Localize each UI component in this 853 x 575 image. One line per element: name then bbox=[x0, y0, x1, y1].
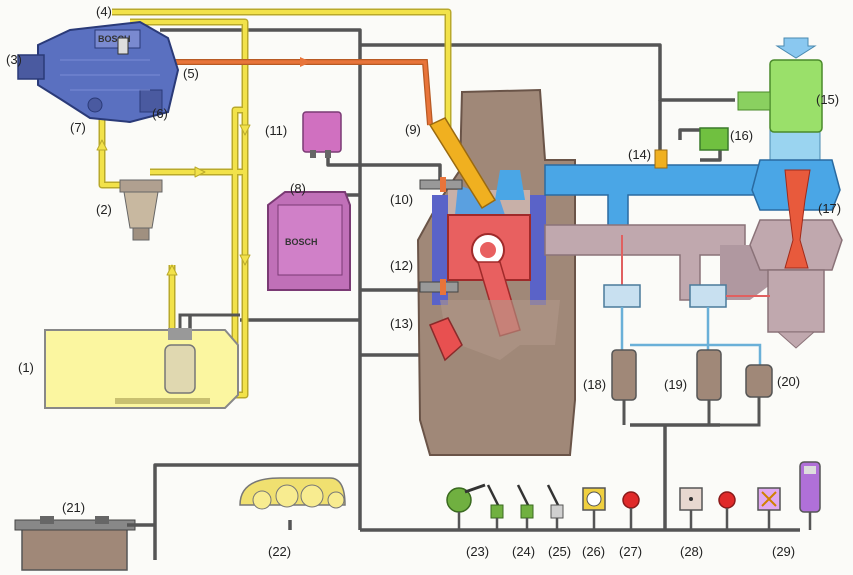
label-5: (5) bbox=[183, 66, 199, 81]
callout-labels: (1) (2) (3) (4) (5) (6) (7) (8) (9) (10)… bbox=[6, 4, 841, 559]
injector-nozzle bbox=[428, 117, 497, 210]
high-pressure-line bbox=[175, 57, 433, 126]
label-15: (15) bbox=[816, 92, 839, 107]
warning-lamp bbox=[718, 491, 736, 509]
turbo-rotor bbox=[784, 169, 811, 269]
label-11: (11) bbox=[265, 123, 287, 138]
air-flow-meter bbox=[737, 37, 823, 133]
exhaust-brake-switch bbox=[546, 484, 564, 519]
label-22: (22) bbox=[268, 544, 291, 559]
label-10: (10) bbox=[390, 192, 413, 207]
label-24: (24) bbox=[512, 544, 535, 559]
boost-pressure-sensor bbox=[699, 127, 729, 151]
tank-pump-module bbox=[164, 344, 196, 394]
fuel-filter bbox=[119, 179, 163, 241]
label-3: (3) bbox=[6, 52, 22, 67]
engine-control-unit: BOSCH bbox=[267, 191, 351, 291]
radiator bbox=[14, 516, 155, 571]
label-1: (1) bbox=[18, 360, 34, 375]
label-8: (8) bbox=[290, 181, 306, 196]
air-inlet-arrow bbox=[775, 37, 817, 59]
clutch-switch bbox=[516, 484, 534, 519]
egr-valve bbox=[603, 284, 641, 308]
label-29: (29) bbox=[772, 544, 795, 559]
label-26: (26) bbox=[582, 544, 605, 559]
intake-temp-sensor bbox=[654, 149, 668, 169]
pump-drive-shaft bbox=[17, 54, 45, 80]
label-21: (21) bbox=[62, 500, 85, 515]
intake-valve bbox=[495, 170, 525, 200]
glow-plug bbox=[419, 177, 463, 192]
coolant-temp-sensor bbox=[419, 279, 459, 295]
label-2: (2) bbox=[96, 202, 112, 217]
glow-indicator bbox=[679, 487, 703, 511]
glow-plug-relay bbox=[302, 111, 342, 158]
turbocharger bbox=[749, 129, 843, 349]
injection-pump: BOSCH bbox=[17, 20, 180, 124]
cruise-control-gauge bbox=[582, 487, 606, 511]
label-9: (9) bbox=[405, 122, 421, 137]
label-12: (12) bbox=[390, 258, 413, 273]
label-25: (25) bbox=[548, 544, 571, 559]
engine-speed-sensor bbox=[429, 317, 463, 362]
label-13: (13) bbox=[390, 316, 413, 331]
label-6: (6) bbox=[152, 106, 168, 121]
pump-solenoid bbox=[117, 37, 129, 55]
label-16: (16) bbox=[730, 128, 753, 143]
exhaust-manifold bbox=[544, 224, 770, 301]
accelerator-pedal-sensor bbox=[446, 483, 486, 513]
label-20: (20) bbox=[777, 374, 800, 389]
fuel-tank bbox=[44, 313, 240, 409]
boost-converter bbox=[696, 349, 722, 401]
label-18: (18) bbox=[583, 377, 606, 392]
label-14: (14) bbox=[628, 147, 651, 162]
vehicle-speed-sensor bbox=[757, 487, 781, 511]
egr-converter bbox=[611, 349, 637, 401]
wastegate-actuator bbox=[689, 284, 727, 308]
diagnosis-lamp bbox=[622, 491, 640, 509]
instrument-cluster bbox=[239, 477, 346, 510]
label-17: (17) bbox=[818, 201, 841, 216]
ecu-brand: BOSCH bbox=[285, 237, 318, 247]
pump-brand: BOSCH bbox=[98, 34, 131, 44]
diagnostic-connector bbox=[799, 461, 821, 513]
egr-pressure-converters bbox=[603, 235, 773, 427]
label-23: (23) bbox=[466, 544, 489, 559]
label-27: (27) bbox=[619, 544, 642, 559]
brake-switch bbox=[486, 484, 504, 519]
exhaust-outlet-arrow bbox=[776, 331, 816, 349]
label-28: (28) bbox=[680, 544, 703, 559]
label-19: (19) bbox=[664, 377, 687, 392]
label-4: (4) bbox=[96, 4, 112, 19]
driver-input-sensors bbox=[446, 461, 821, 530]
shutoff-valve bbox=[745, 364, 773, 398]
label-7: (7) bbox=[70, 120, 86, 135]
